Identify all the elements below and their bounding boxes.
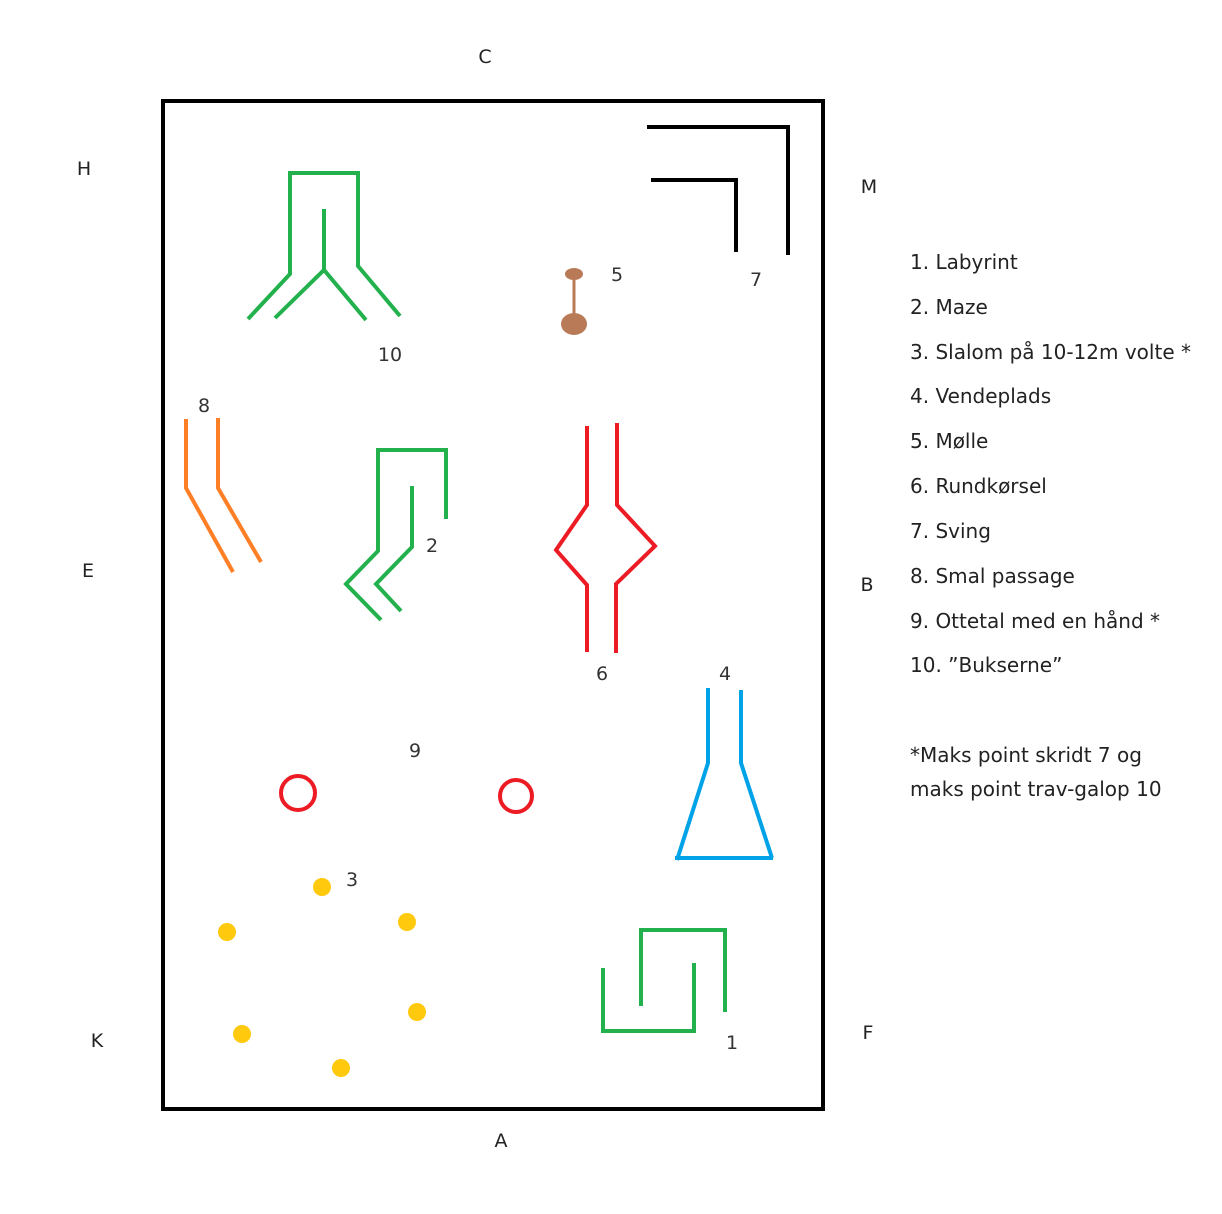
obstacle-10-bukserne <box>246 171 402 322</box>
obstacle-8-smal-passage <box>184 418 263 573</box>
letter-a: A <box>495 1130 508 1152</box>
legend-item: 10. ”Bukserne” <box>910 653 1062 677</box>
legend-footnote: maks point trav-galop 10 <box>910 777 1162 801</box>
letter-k: K <box>91 1030 104 1052</box>
obstacle-5-molle <box>561 268 587 335</box>
letter-m: M <box>861 176 877 198</box>
obstacle-number-2: 2 <box>426 535 438 557</box>
legend-item: 6. Rundkørsel <box>910 474 1047 498</box>
obstacle-number-10: 10 <box>378 344 402 366</box>
legend-item: 7. Sving <box>910 519 991 543</box>
letter-c: C <box>478 46 491 68</box>
obstacle-number-4: 4 <box>719 663 731 685</box>
letter-e: E <box>82 560 94 582</box>
obstacle-1-labyrint <box>601 928 727 1033</box>
legend: 1. Labyrint 2. Maze 3. Slalom på 10-12m … <box>910 250 1191 801</box>
obstacle-number-1: 1 <box>726 1032 738 1054</box>
legend-item: 9. Ottetal med en hånd * <box>910 609 1160 633</box>
letter-f: F <box>863 1022 874 1044</box>
obstacle-3-slalom <box>218 878 426 1077</box>
legend-item: 2. Maze <box>910 295 988 319</box>
obstacle-number-3: 3 <box>346 869 358 891</box>
legend-item: 1. Labyrint <box>910 250 1018 274</box>
obstacle-number-6: 6 <box>596 663 608 685</box>
obstacle-number-7: 7 <box>750 269 762 291</box>
legend-item: 4. Vendeplads <box>910 384 1051 408</box>
obstacle-number-5: 5 <box>611 264 623 286</box>
obstacle-7-sving <box>647 125 790 255</box>
arena-border <box>161 99 825 1111</box>
legend-item: 5. Mølle <box>910 429 988 453</box>
obstacle-6-rundkorsel <box>553 423 658 653</box>
letter-h: H <box>77 158 91 180</box>
legend-footnote: *Maks point skridt 7 og <box>910 743 1142 767</box>
obstacle-2-maze <box>343 448 448 622</box>
legend-item: 8. Smal passage <box>910 564 1075 588</box>
obstacle-number-9: 9 <box>409 740 421 762</box>
letter-b: B <box>860 574 873 596</box>
obstacle-9-ottetal <box>279 774 534 814</box>
obstacle-number-8: 8 <box>198 395 210 417</box>
obstacle-4-vendeplads <box>675 688 774 861</box>
legend-item: 3. Slalom på 10-12m volte * <box>910 340 1191 364</box>
